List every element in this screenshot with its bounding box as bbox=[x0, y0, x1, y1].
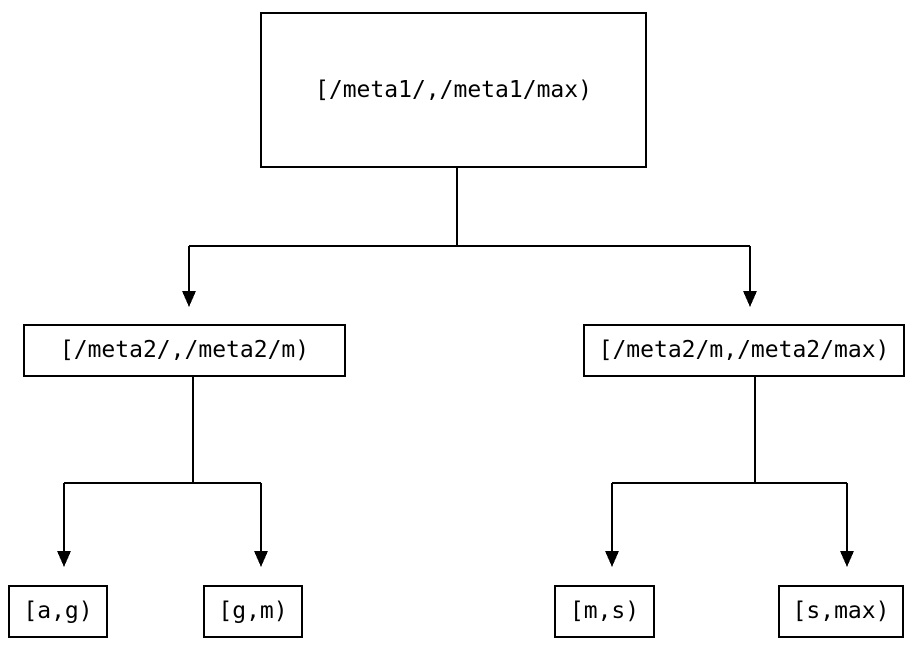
node-leaf-ms: [m,s) bbox=[554, 585, 655, 638]
node-leaf-smax-label: [s,max) bbox=[792, 598, 890, 624]
arrowhead-leaf-ag-icon bbox=[57, 551, 71, 567]
node-root: [/meta1/,/meta1/max) bbox=[260, 12, 647, 168]
node-mid-left: [/meta2/,/meta2/m) bbox=[23, 324, 346, 377]
node-leaf-ms-label: [m,s) bbox=[569, 598, 640, 624]
arrowhead-mid-left-icon bbox=[182, 291, 196, 307]
node-leaf-ag-label: [a,g) bbox=[23, 598, 93, 624]
node-root-label: [/meta1/,/meta1/max) bbox=[315, 76, 592, 103]
node-leaf-gm-label: [g,m) bbox=[218, 598, 288, 624]
arrowhead-leaf-gm-icon bbox=[254, 551, 268, 567]
arrowhead-leaf-ms-icon bbox=[605, 551, 619, 567]
node-mid-right: [/meta2/m,/meta2/max) bbox=[583, 324, 905, 377]
arrowhead-mid-right-icon bbox=[743, 291, 757, 307]
node-leaf-ag: [a,g) bbox=[8, 585, 108, 638]
node-mid-left-label: [/meta2/,/meta2/m) bbox=[59, 337, 310, 363]
node-leaf-smax: [s,max) bbox=[778, 585, 904, 638]
node-mid-right-label: [/meta2/m,/meta2/max) bbox=[598, 337, 890, 363]
node-leaf-gm: [g,m) bbox=[203, 585, 303, 638]
arrowhead-leaf-smax-icon bbox=[840, 551, 854, 567]
